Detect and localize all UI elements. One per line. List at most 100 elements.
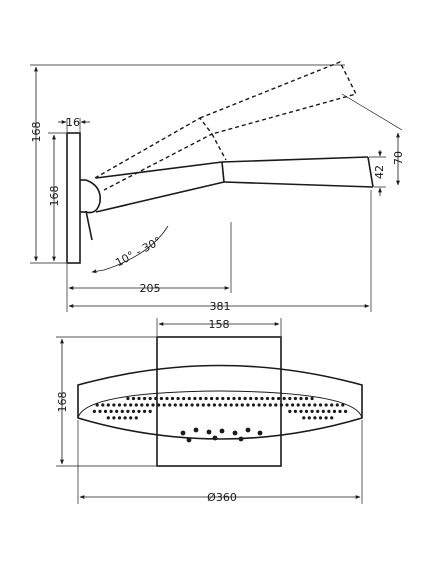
front-view: 158 168 Ø360 — [56, 318, 363, 504]
dim-plate-height: 168 — [48, 186, 61, 207]
nozzle-hole — [173, 403, 177, 407]
center-nozzle — [245, 427, 251, 433]
nozzle-hole — [129, 416, 133, 420]
center-nozzle — [212, 435, 218, 441]
nozzle-hole — [299, 409, 303, 413]
nozzle-hole — [182, 396, 186, 401]
nozzle-hole — [224, 403, 228, 407]
nozzle-hole — [106, 416, 110, 420]
nozzle-hole — [282, 396, 286, 401]
shower-arm — [95, 161, 225, 213]
nozzle-hole — [304, 409, 309, 413]
nozzle-hole — [143, 396, 147, 401]
nozzle-hole — [170, 396, 175, 401]
nozzle-hole — [95, 403, 99, 407]
nozzle-hole — [243, 396, 247, 401]
nozzle-hole — [207, 403, 211, 407]
nozzle-hole — [313, 416, 317, 420]
nozzle-hole — [221, 396, 225, 401]
nozzle-hole — [112, 416, 116, 420]
nozzle-hole — [324, 403, 328, 407]
nozzle-hole — [288, 409, 292, 413]
nozzle-hole — [265, 396, 270, 401]
nozzle-hole — [137, 409, 141, 413]
nozzle-hole — [316, 409, 320, 413]
dim-plate-thickness: 16 — [66, 116, 80, 129]
dim-arm-projection: 205 — [140, 282, 161, 295]
dim-angle-range: 10° - 30° — [113, 234, 163, 269]
nozzle-hole — [260, 396, 264, 401]
round-head — [77, 364, 363, 443]
nozzle-hole — [212, 403, 216, 407]
mount-body — [156, 336, 282, 467]
tilt-alternative — [94, 61, 358, 191]
nozzle-hole — [299, 396, 303, 401]
nozzle-hole — [263, 403, 267, 407]
nozzle-hole — [196, 403, 200, 407]
nozzle-hole — [307, 416, 311, 420]
dim-total-projection: 381 — [210, 300, 231, 313]
nozzle-hole — [307, 403, 311, 407]
nozzle-hole — [112, 403, 116, 407]
nozzle-hole — [302, 416, 306, 420]
nozzle-hole — [129, 403, 133, 407]
center-nozzle — [257, 430, 263, 436]
nozzle-hole — [293, 396, 297, 401]
nozzle-hole — [344, 409, 348, 413]
nozzle-hole — [148, 396, 152, 401]
nozzle-hole — [304, 396, 309, 401]
nozzle-hole — [335, 403, 339, 407]
nozzle-hole — [148, 409, 152, 413]
nozzle-hole — [330, 416, 334, 420]
nozzle-hole — [193, 396, 197, 401]
nozzle-hole — [176, 396, 180, 401]
nozzle-hole — [115, 409, 119, 413]
nozzle-hole — [237, 396, 242, 401]
nozzle-hole — [117, 403, 122, 407]
nozzle-hole — [279, 403, 283, 407]
nozzle-hole — [310, 409, 314, 413]
nozzle-hole — [106, 403, 110, 407]
nozzle-hole — [330, 403, 334, 407]
nozzle-hole — [151, 403, 155, 407]
nozzle-hole — [285, 403, 289, 407]
nozzle-hole — [274, 403, 278, 407]
side-view: 168 168 16 42 70 10° - 30° 205 381 — [30, 61, 405, 313]
nozzle-hole — [251, 403, 256, 407]
nozzle-hole — [204, 396, 208, 401]
nozzle-hole — [321, 409, 325, 413]
nozzle-hole — [187, 396, 191, 401]
nozzle-hole — [145, 403, 149, 407]
nozzle-hole — [131, 396, 136, 401]
center-nozzle — [219, 428, 225, 434]
nozzle-hole — [123, 403, 127, 407]
nozzle-hole — [341, 403, 345, 407]
nozzle-hole — [120, 409, 124, 413]
nozzle-hole — [226, 396, 230, 401]
center-nozzle — [180, 430, 186, 436]
center-nozzle — [193, 427, 199, 433]
dim-head-thickness: 42 — [373, 165, 386, 179]
nozzle-hole — [157, 403, 161, 407]
nozzle-hole — [162, 403, 166, 407]
nozzle-hole — [134, 403, 138, 407]
dim-diameter: Ø360 — [207, 491, 237, 504]
shower-head — [85, 156, 374, 241]
nozzle-hole — [143, 409, 147, 413]
nozzle-hole — [254, 396, 258, 401]
nozzle-hole — [240, 403, 244, 407]
center-nozzle — [232, 430, 238, 436]
nozzle-hole — [229, 403, 233, 407]
nozzle-hole — [140, 403, 144, 407]
center-nozzle — [238, 436, 244, 442]
nozzle-hole — [109, 409, 113, 413]
center-nozzle — [206, 429, 212, 435]
nozzle-hole — [249, 396, 253, 401]
nozzle-hole — [327, 409, 331, 413]
nozzle-hole — [134, 416, 138, 420]
nozzle-hole — [131, 409, 136, 413]
nozzle-hole — [291, 403, 295, 407]
nozzle-hole — [201, 403, 205, 407]
nozzle-hole — [154, 396, 158, 401]
nozzle-hole — [268, 403, 272, 407]
